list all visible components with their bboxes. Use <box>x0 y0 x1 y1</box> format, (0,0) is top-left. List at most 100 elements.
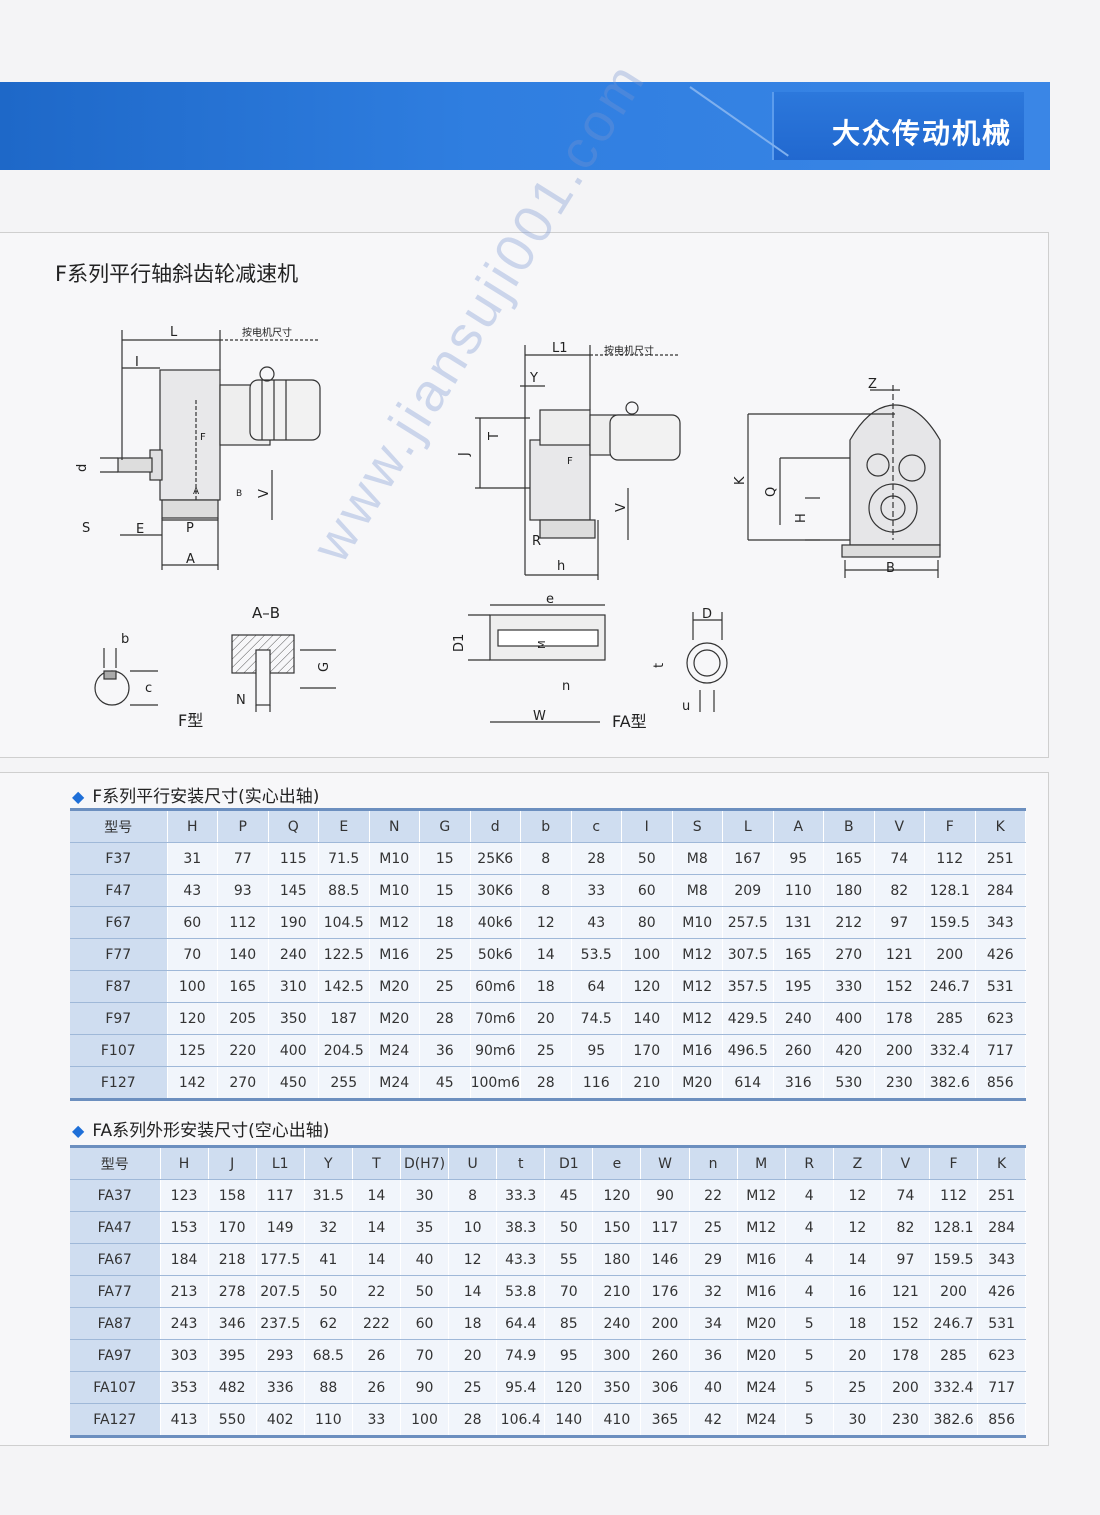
table-cell: 200 <box>924 938 976 971</box>
column-header: H <box>160 1145 209 1180</box>
table-cell: 243 <box>160 1307 209 1340</box>
table-cell: 306 <box>640 1371 690 1404</box>
table-cell: 170 <box>621 1034 673 1067</box>
label-fa-h: h <box>557 559 565 574</box>
diamond-icon: ◆ <box>72 1121 85 1140</box>
table-cell: 31.5 <box>304 1179 353 1212</box>
table-cell: 62 <box>304 1307 353 1340</box>
table-cell: 246.7 <box>924 970 976 1003</box>
model-cell: FA67 <box>70 1243 161 1276</box>
table-cell: 482 <box>208 1371 257 1404</box>
table-cell: 170 <box>208 1211 257 1244</box>
table-cell: 74.5 <box>571 1002 622 1035</box>
column-header: N <box>369 808 420 843</box>
table-cell: 220 <box>217 1034 269 1067</box>
table-cell: 343 <box>977 1243 1027 1276</box>
table-cell: 350 <box>592 1371 642 1404</box>
table-cell: 332.4 <box>929 1371 979 1404</box>
table-cell: 28 <box>419 1002 471 1035</box>
table-cell: 140 <box>621 1002 673 1035</box>
table-cell: 149 <box>256 1211 305 1244</box>
table-cell: 18 <box>833 1307 882 1340</box>
table-cell: 40 <box>400 1243 450 1276</box>
table-cell: 180 <box>823 874 875 907</box>
table-cell: M20 <box>672 1066 723 1101</box>
table-cell: 30 <box>833 1403 882 1438</box>
table-cell: 97 <box>881 1243 931 1276</box>
table-cell: 30 <box>400 1179 450 1212</box>
table-cell: M20 <box>737 1339 786 1372</box>
table-cell: 117 <box>640 1211 690 1244</box>
table-cell: 257.5 <box>722 906 774 939</box>
table-cell: 18 <box>448 1307 498 1340</box>
table-cell: 115 <box>268 842 319 875</box>
label-f-L: L <box>170 325 178 340</box>
caption-f-type: F型 <box>178 711 203 730</box>
table-cell: 60 <box>400 1307 450 1340</box>
table-cell: 450 <box>268 1066 319 1101</box>
table-cell: 112 <box>217 906 269 939</box>
table-cell: 303 <box>160 1339 209 1372</box>
table-cell: 316 <box>773 1066 824 1101</box>
column-header: V <box>874 808 925 843</box>
table-cell: 350 <box>268 1002 319 1035</box>
table-cell: M12 <box>737 1179 786 1212</box>
fa-table-title: ◆FA系列外形安装尺寸(空心出轴) <box>72 1121 330 1141</box>
table-cell: 43.3 <box>496 1243 546 1276</box>
label-fa-T: T <box>487 432 502 441</box>
label-fa-D: D <box>702 607 712 622</box>
table-cell: 167 <box>722 842 774 875</box>
side-view-drawing <box>747 385 941 578</box>
table-cell: 60 <box>167 906 218 939</box>
table-cell: 200 <box>929 1275 979 1308</box>
f-type-drawing <box>94 330 336 712</box>
table-cell: 25 <box>448 1371 498 1404</box>
label-fa-M: M <box>537 640 548 649</box>
table-cell: 4 <box>785 1275 834 1308</box>
table-cell: 140 <box>217 938 269 971</box>
column-header: V <box>881 1145 931 1180</box>
table-cell: 28 <box>448 1403 498 1438</box>
table-cell: 25 <box>419 970 471 1003</box>
table-cell: 53.5 <box>571 938 622 971</box>
model-cell: F67 <box>70 906 168 939</box>
column-header: L1 <box>256 1145 305 1180</box>
label-f-A: A <box>186 552 195 567</box>
table-cell: 184 <box>160 1243 209 1276</box>
table-cell: 180 <box>592 1243 642 1276</box>
table-cell: 531 <box>977 1307 1027 1340</box>
table-cell: 142 <box>167 1066 218 1101</box>
table-cell: 178 <box>881 1339 931 1372</box>
technical-drawings: L 按电机尺寸 I d F A B V S E P A b c A–B G N … <box>75 325 941 731</box>
table-cell: 121 <box>874 938 925 971</box>
label-fa-L1: L1 <box>552 341 568 356</box>
table-cell: 70 <box>544 1275 594 1308</box>
column-header: c <box>571 808 622 843</box>
label-side-B: B <box>886 561 895 576</box>
table-cell: 159.5 <box>924 906 976 939</box>
label-fa-note: 按电机尺寸 <box>604 344 654 357</box>
table-cell: 18 <box>419 906 471 939</box>
label-fa-F: F <box>567 456 573 467</box>
table-cell: 88 <box>304 1371 353 1404</box>
table-cell: 50 <box>400 1275 450 1308</box>
table-cell: 150 <box>592 1211 642 1244</box>
table-cell: 330 <box>823 970 875 1003</box>
column-header: K <box>977 1145 1027 1180</box>
table-cell: 400 <box>268 1034 319 1067</box>
table-cell: 251 <box>975 842 1026 875</box>
label-f-d: d <box>75 464 90 472</box>
label-f-A-mark: A <box>193 487 200 497</box>
table-cell: 165 <box>823 842 875 875</box>
model-cell: F37 <box>70 842 168 875</box>
table-cell: 153 <box>160 1211 209 1244</box>
table-cell: 35 <box>400 1211 450 1244</box>
column-header: F <box>929 1145 979 1180</box>
table-cell: 856 <box>977 1403 1027 1438</box>
table-cell: 12 <box>833 1211 882 1244</box>
table-cell: 26 <box>352 1339 401 1372</box>
